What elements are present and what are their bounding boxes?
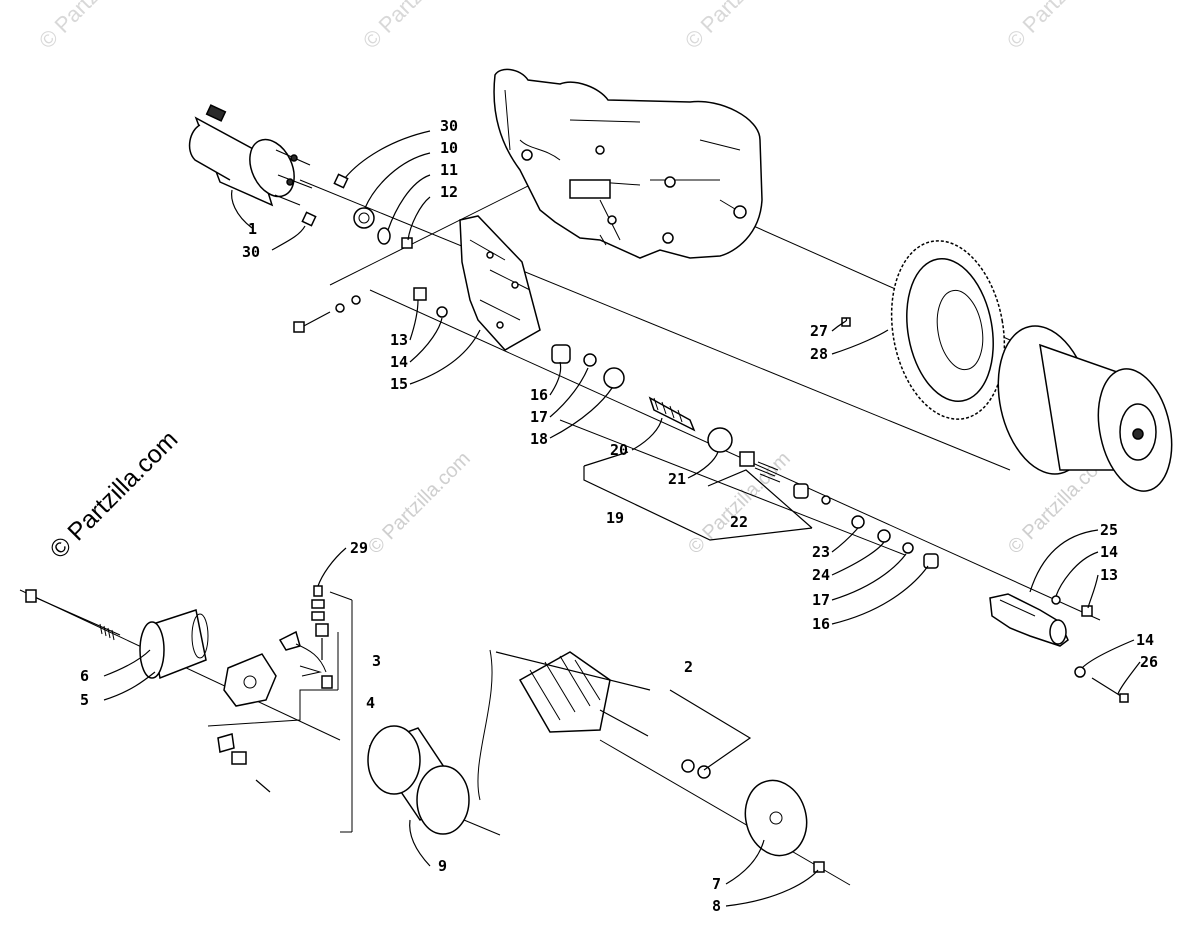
watermark-text: © Partzilla.com	[1002, 0, 1125, 54]
callout-14: 14	[1100, 543, 1118, 561]
callout-16: 16	[812, 615, 830, 633]
nose-housing	[989, 593, 1069, 647]
watermark-text: © Partzilla.com	[34, 0, 157, 54]
callout-16: 16	[530, 386, 548, 404]
mounting-bracket	[459, 215, 541, 351]
end-fasteners	[1051, 595, 1129, 703]
callout-2: 2	[684, 658, 693, 676]
callout-14: 14	[1136, 631, 1154, 649]
callout-4: 4	[366, 694, 375, 712]
callout-30: 30	[440, 117, 458, 135]
watermark-text: © Partzilla.com	[364, 448, 475, 559]
callout-7: 7	[712, 875, 721, 893]
callout-29: 29	[350, 539, 368, 557]
callout-27: 27	[810, 322, 828, 340]
callout-20: 20	[610, 441, 628, 459]
callout-30: 30	[242, 243, 260, 261]
brush-set	[217, 585, 333, 793]
callout-3: 3	[372, 652, 381, 670]
callout-21: 21	[668, 470, 686, 488]
callout-labels: 30 10 11 12 1 30 13 14 15 16 17 18 20 21…	[80, 117, 1158, 915]
field-housing	[367, 725, 470, 835]
end-plate	[744, 779, 825, 873]
end-cap	[139, 609, 209, 680]
callout-15: 15	[390, 375, 408, 393]
callout-14: 14	[390, 353, 408, 371]
callout-11: 11	[440, 161, 458, 179]
through-bolt	[25, 589, 121, 641]
callout-24: 24	[812, 566, 830, 584]
brush-leads	[207, 591, 353, 833]
drive-pinion-parts	[301, 173, 413, 249]
ring-gear	[841, 240, 1006, 420]
brush-holder	[223, 653, 277, 707]
callout-19: 19	[606, 509, 624, 527]
callout-26: 26	[1140, 653, 1158, 671]
copyright-text: © Partzilla.com	[44, 425, 183, 564]
washer-stack	[851, 515, 939, 569]
watermark-text: © Partzilla.com	[680, 0, 803, 54]
watermark-text: © Partzilla.com	[358, 0, 481, 54]
callout-6: 6	[80, 667, 89, 685]
leader-lines	[103, 130, 1141, 907]
callout-13: 13	[390, 331, 408, 349]
starter-motor	[188, 104, 313, 207]
callout-23: 23	[812, 543, 830, 561]
callout-12: 12	[440, 183, 458, 201]
callout-10: 10	[440, 139, 458, 157]
callout-8: 8	[712, 897, 721, 915]
callout-28: 28	[810, 345, 828, 363]
callout-17: 17	[530, 408, 548, 426]
callout-9: 9	[438, 857, 447, 875]
bracket-bolt	[293, 287, 448, 333]
callout-1: 1	[248, 220, 257, 238]
callout-18: 18	[530, 430, 548, 448]
callout-13: 13	[1100, 566, 1118, 584]
callout-22: 22	[730, 513, 748, 531]
callout-5: 5	[80, 691, 89, 709]
grouping-brackets	[495, 451, 813, 771]
armature	[518, 651, 711, 779]
bendix-drive	[551, 344, 831, 505]
callout-17: 17	[812, 591, 830, 609]
clutch-drum	[997, 325, 1173, 492]
callout-25: 25	[1100, 521, 1118, 539]
engine-block	[493, 68, 763, 259]
